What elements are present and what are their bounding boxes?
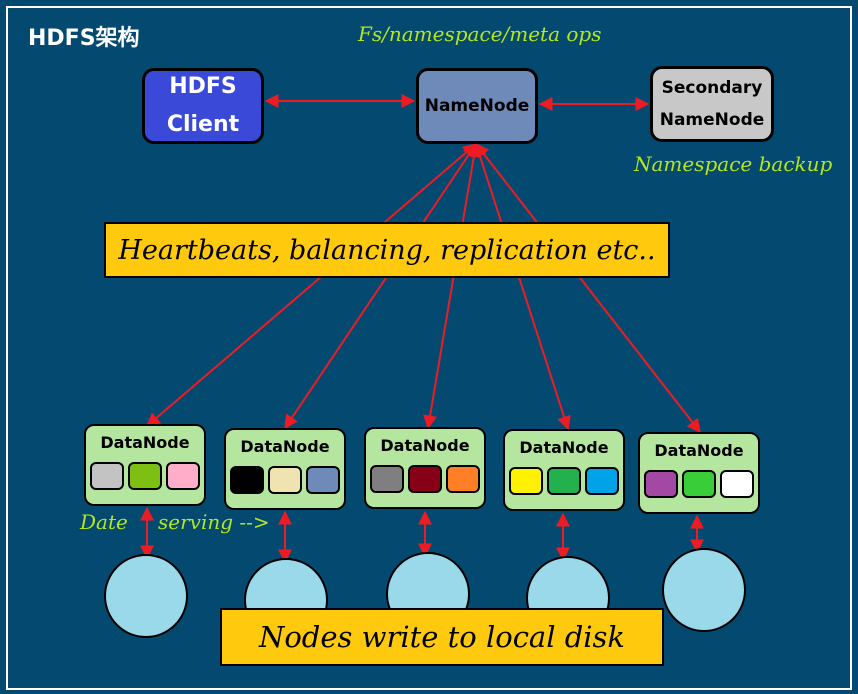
data-block-2 [128,462,162,490]
local-disk-5 [662,548,746,632]
data-block-2 [408,465,442,493]
namenode-ops-note: Fs/namespace/meta ops [358,22,602,46]
namenode-datanode-arrow-2 [284,142,477,430]
client-label-line1: HDFS [169,74,237,99]
data-block-2 [547,467,581,495]
local-disk-1 [104,554,188,638]
datanode-blocks [509,467,619,495]
data-block-3 [446,465,480,493]
datanode-blocks [90,462,200,490]
secondary-namenode-box: Secondary NameNode [650,66,774,142]
datanode-label: DataNode [654,441,744,460]
serving-note-left: Date [80,510,128,534]
data-block-3 [306,466,340,494]
namenode-datanode-arrow-1 [145,143,478,427]
heartbeats-banner: Heartbeats, balancing, replication etc.. [104,222,670,278]
datanode-label: DataNode [519,438,609,457]
diagram-title: HDFS架构 [28,26,140,51]
data-block-1 [230,466,264,494]
datanode-disk-arrows [140,506,704,564]
datanode-blocks [644,470,754,498]
secondary-label-line1: Secondary [661,78,763,98]
data-block-1 [370,465,404,493]
datanode-label: DataNode [240,437,330,456]
namenode-label: NameNode [424,96,530,116]
data-block-2 [682,470,716,498]
data-block-1 [90,462,124,490]
diagram-frame [6,6,852,690]
datanode-box-5: DataNode [638,432,760,514]
data-block-3 [166,462,200,490]
datanode-box-4: DataNode [503,429,625,511]
namenode-datanode-arrow-4 [473,142,571,431]
datanode-blocks [230,466,340,494]
namenode-box: NameNode [416,68,538,144]
data-block-2 [268,466,302,494]
namenode-datanode-arrow-3 [423,142,481,430]
datanode-box-1: DataNode [84,424,206,506]
datanode-box-2: DataNode [224,428,346,510]
secondary-label-line2: NameNode [659,110,765,130]
data-block-3 [585,467,619,495]
namenode-datanode-arrows [145,142,701,434]
datanode-label: DataNode [100,433,190,452]
datanode-blocks [370,465,480,493]
secondary-role-note: Namespace backup [634,152,833,176]
hdfs-client-box: HDFS Client [142,68,264,144]
datanode-box-3: DataNode [364,427,486,509]
data-block-1 [644,470,678,498]
data-block-1 [509,467,543,495]
datanode-label: DataNode [380,436,470,455]
data-block-3 [720,470,754,498]
local-disk-banner: Nodes write to local disk [220,608,664,666]
namenode-datanode-arrow-5 [475,142,701,434]
serving-note-right: serving --> [158,510,270,534]
client-label-line2: Client [166,112,240,137]
